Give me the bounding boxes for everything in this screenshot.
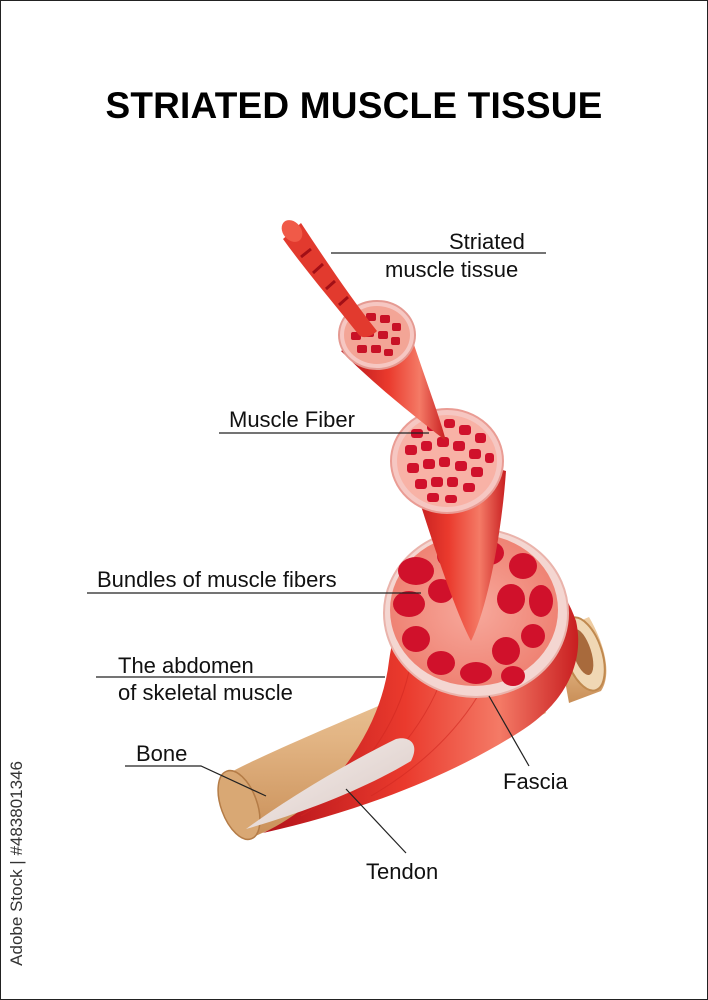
watermark-text: Adobe Stock | #483801346 xyxy=(7,761,26,966)
myofibril-rod xyxy=(281,220,377,338)
fiber-cells xyxy=(405,419,494,503)
label-abdomen: The abdomen xyxy=(118,653,254,678)
label-tendon: Tendon xyxy=(366,859,439,884)
label-bone: Bone xyxy=(136,741,188,766)
label-skeletal-muscle: of skeletal muscle xyxy=(118,680,293,705)
label-fascia: Fascia xyxy=(503,769,568,794)
leader-lines xyxy=(87,252,546,854)
tendon-shape xyxy=(246,738,415,829)
label-bundles: Bundles of muscle fibers xyxy=(97,567,337,592)
page-title: STRIATED MUSCLE TISSUE xyxy=(105,85,603,126)
label-muscle-fiber: Muscle Fiber xyxy=(229,407,355,432)
label-striated: Striated xyxy=(449,229,525,254)
label-muscle-tissue: muscle tissue xyxy=(385,257,519,282)
